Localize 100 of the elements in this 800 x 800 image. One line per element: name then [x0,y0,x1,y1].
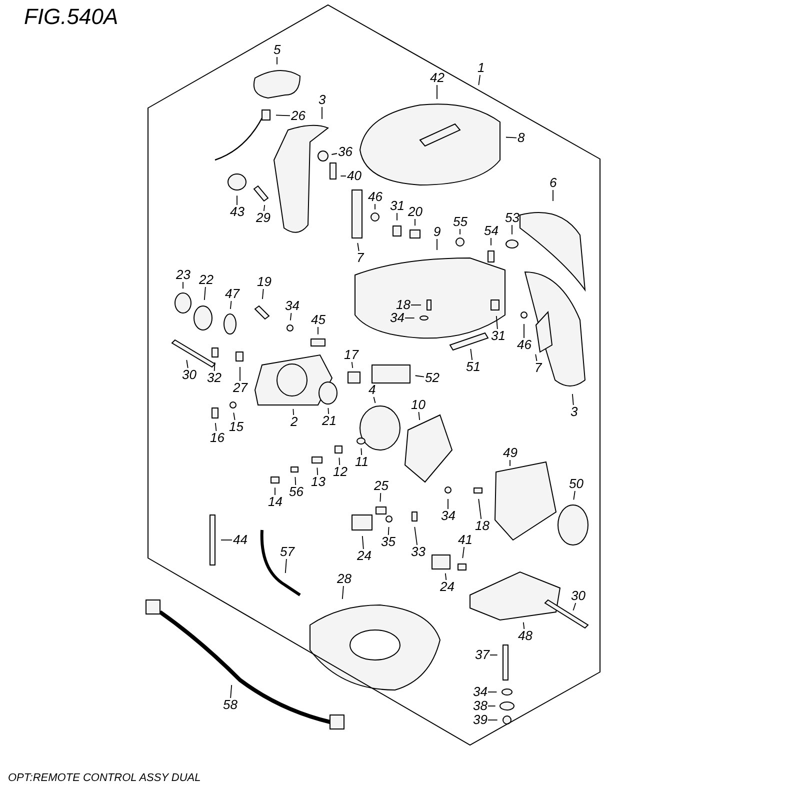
callout-number: 16 [209,431,226,445]
callout-number: 3 [570,405,579,419]
leader-line [276,114,290,116]
callout-number: 23 [175,268,192,282]
callout-number: 24 [356,549,372,563]
callout-number: 46 [367,190,384,204]
leader-line [186,360,188,368]
callout-number: 24 [439,580,456,594]
leader-line [351,362,354,368]
callout-number: 36 [337,145,354,159]
leader-line [276,56,278,65]
callout-number: 42 [429,71,446,85]
callout-number: 2 [290,415,299,429]
callout-number: 45 [310,313,326,327]
leader-line [396,212,398,221]
callout-number: 9 [432,225,442,239]
callout-number: 56 [288,485,304,499]
leader-line [331,153,338,155]
leader-line [414,218,416,226]
callout-number: 4 [368,383,377,397]
leader-line [444,572,447,580]
callout-number: 26 [290,109,306,123]
callout-number: 37 [474,648,490,662]
leader-line [535,354,538,362]
callout-number: 29 [255,211,272,225]
callout-number: 31 [389,199,406,213]
callout-number: 52 [424,371,440,385]
callout-number: 40 [346,169,362,183]
figure-caption: OPT:REMOTE CONTROL ASSY DUAL [8,772,201,784]
callout-number: 15 [228,420,244,434]
leader-line [290,312,292,321]
callout-number: 46 [516,338,532,352]
callout-number: 34 [440,509,456,523]
callout-number: 55 [452,215,468,229]
leader-line [388,526,390,536]
leader-line [478,74,480,86]
callout-number: 53 [504,211,520,225]
leader-line [233,412,236,420]
leader-line [490,238,492,246]
leader-line [436,238,438,250]
callout-number: 57 [279,545,296,559]
callout-number: 21 [321,414,338,428]
callout-number: 30 [181,368,198,382]
leader-line [338,457,340,466]
callout-number: 8 [516,131,526,145]
leader-line [274,487,276,496]
callout-number: 17 [343,348,360,362]
leader-line [328,408,330,414]
leader-line [236,195,238,206]
leader-line [414,375,424,378]
callout-number: 10 [410,398,426,412]
callout-number: 32 [206,371,222,385]
leader-line [522,622,525,630]
callout-number: 41 [457,533,474,547]
callout-number: 7 [534,361,543,375]
leader-line [342,586,344,600]
leader-line [214,362,216,372]
callout-number: 38 [472,699,488,713]
callout-number: 30 [570,589,586,603]
callout-number: 51 [465,360,482,374]
callout-number: 13 [310,475,326,489]
leader-line [357,242,360,252]
leader-line [490,654,498,656]
leader-line [262,288,264,300]
callout-number: 6 [548,176,558,190]
callout-number: 50 [568,477,584,491]
callout-number: 28 [336,572,352,586]
leader-line [410,304,422,306]
callout-number: 20 [407,205,424,219]
callout-number: 5 [272,43,282,57]
leader-line [418,412,420,420]
leader-line [470,348,473,360]
leader-line [414,526,418,546]
figure-title: FIG.540A [24,4,118,30]
leader-line [552,190,554,202]
leader-line [292,408,294,416]
leader-line [230,300,232,310]
callout-number: 33 [410,545,426,559]
leader-line [373,396,376,404]
callout-number: 18 [474,519,490,533]
leader-line [316,467,318,476]
leader-line [478,498,482,520]
callout-number: 11 [354,455,370,469]
leader-line [572,602,576,611]
leader-line [436,84,438,100]
callout-number: 31 [490,329,506,343]
callout-number: 22 [198,273,214,287]
callout-number: 35 [380,535,396,549]
callout-number: 18 [395,298,412,312]
leader-line [182,282,184,290]
callout-number: 34 [284,299,300,313]
callout-number: 48 [517,629,534,643]
leader-line [362,536,364,550]
leader-line [462,546,465,558]
callout-number: 19 [256,275,272,289]
leader-line [204,286,206,300]
leader-line [294,476,296,486]
leader-line [573,490,576,500]
callout-number: 34 [389,311,406,325]
leader-line [506,136,517,138]
